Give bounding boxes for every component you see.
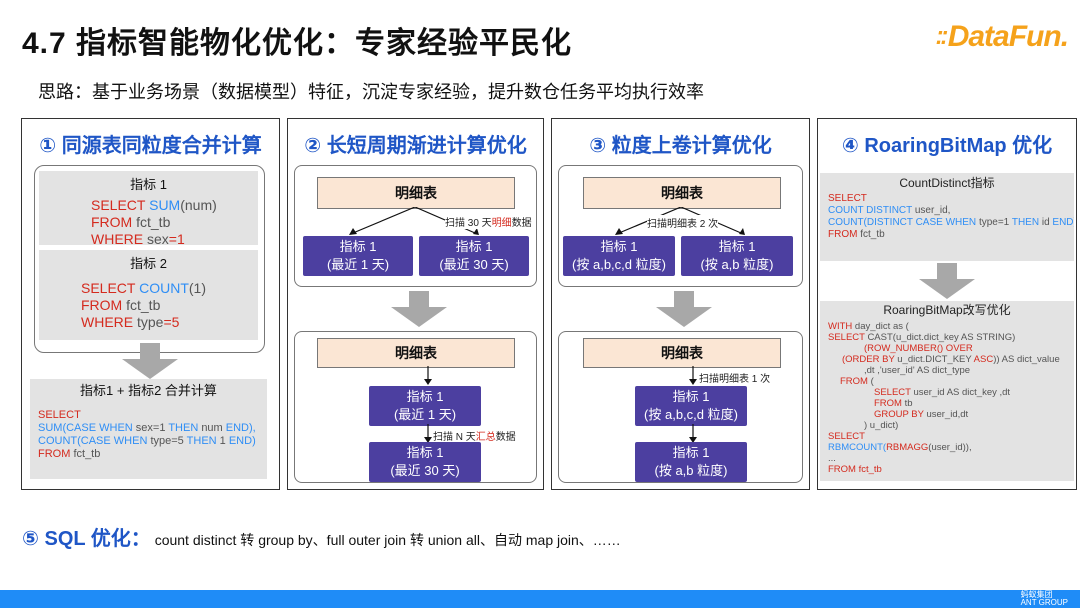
- arrow-down-small: [689, 424, 697, 443]
- metric-box-ab: 指标 1(按 a,b 粒度): [635, 442, 747, 482]
- arrow-down-small: [424, 424, 432, 443]
- after-group: 明细表 指标 1(最近 1 天) 扫描 N 天汇总数据 指标 1(最近 30 天…: [294, 331, 537, 483]
- panel-title: ① 同源表同粒度合并计算: [39, 135, 262, 157]
- panel-title: ② 长短周期渐进计算优化: [304, 135, 527, 157]
- page-title: 4.7 指标智能物化优化：专家经验平民化: [22, 27, 573, 60]
- arrow-down-small: [424, 366, 432, 385]
- panel-progressive-compute: ② 长短周期渐进计算优化 明细表 扫描 30 天明细数据 指标 1(最近 1 天…: [287, 118, 544, 490]
- down-arrow-icon: [122, 343, 178, 379]
- panel-title: ④ RoaringBitMap 优化: [841, 135, 1053, 157]
- metric-box-1day: 指标 1(最近 1 天): [369, 386, 481, 426]
- page-subtitle: 思路：基于业务场景（数据模型）特征，沉淀专家经验，提升数仓任务平均执行效率: [38, 82, 704, 102]
- scan-note: 扫描 30 天明细数据: [445, 214, 532, 229]
- metric-box-1day: 指标 1(最近 1 天): [303, 236, 413, 276]
- scan-note: 扫描明细表 1 次: [699, 374, 771, 385]
- metric-box-ab: 指标 1(按 a,b 粒度): [681, 236, 793, 276]
- metrics-group: 指标 1 SELECT SUM(num) FROM fct_tb WHERE s…: [34, 165, 265, 353]
- arrow-down-small: [689, 366, 697, 385]
- panel-title: ③ 粒度上卷计算优化: [589, 135, 772, 157]
- logo-dots-icon: ⁚⁚: [936, 27, 948, 48]
- sql-optimization-text: count distinct 转 group by、full outer joi…: [154, 532, 621, 548]
- before-group: 明细表 扫描 30 天明细数据 指标 1(最近 1 天) 指标 1(最近 30 …: [294, 165, 537, 287]
- scan-note: 扫描明细表 2 次: [647, 215, 719, 230]
- merged-query-block: 指标1 + 指标2 合并计算 SELECT SUM(CASE WHEN sex=…: [30, 379, 267, 479]
- scan-note: 扫描 N 天汇总数据: [433, 432, 516, 443]
- countdistinct-block: CountDistinct指标 SELECT COUNT DISTINCT us…: [820, 173, 1074, 261]
- panel-roaringbitmap: ④ RoaringBitMap 优化 CountDistinct指标 SELEC…: [817, 118, 1077, 490]
- metric-box-abcd: 指标 1(按 a,b,c,d 粒度): [635, 386, 747, 426]
- metric-box-30day: 指标 1(最近 30 天): [419, 236, 529, 276]
- metric-box-abcd: 指标 1(按 a,b,c,d 粒度): [563, 236, 675, 276]
- metric-box-30day: 指标 1(最近 30 天): [369, 442, 481, 482]
- down-arrow-icon: [391, 291, 447, 327]
- before-group: 明细表 扫描明细表 2 次 指标 1(按 a,b,c,d 粒度) 指标 1(按 …: [558, 165, 803, 287]
- antgroup-logo: 蚂蚁集团 ANT GROUP: [1020, 590, 1068, 607]
- metric-2-block: 指标 2 SELECT COUNT(1) FROM fct_tb WHERE t…: [39, 250, 258, 340]
- panel-merge-compute: ① 同源表同粒度合并计算 指标 1 SELECT SUM(num) FROM f…: [21, 118, 280, 490]
- detail-table: 明细表: [317, 177, 515, 209]
- footer-bar: [0, 590, 1080, 608]
- rewrite-block: RoaringBitMap改写优化 WITH day_dict as ( SEL…: [820, 301, 1074, 481]
- down-arrow-icon: [656, 291, 712, 327]
- panel-rollup-compute: ③ 粒度上卷计算优化 明细表 扫描明细表 2 次 指标 1(按 a,b,c,d …: [551, 118, 810, 490]
- detail-table: 明细表: [583, 177, 781, 209]
- after-group: 明细表 扫描明细表 1 次 指标 1(按 a,b,c,d 粒度) 指标 1(按 …: [558, 331, 803, 483]
- datafun-logo: ⁚⁚DataFun.: [936, 20, 1069, 53]
- down-arrow-icon: [919, 263, 975, 299]
- detail-table: 明细表: [583, 338, 781, 368]
- detail-table: 明细表: [317, 338, 515, 368]
- sql-optimization-note: ⑤ SQL 优化： count distinct 转 group by、full…: [22, 522, 621, 551]
- metric-1-block: 指标 1 SELECT SUM(num) FROM fct_tb WHERE s…: [39, 171, 258, 247]
- sql-optimization-label: ⑤ SQL 优化：: [22, 528, 151, 550]
